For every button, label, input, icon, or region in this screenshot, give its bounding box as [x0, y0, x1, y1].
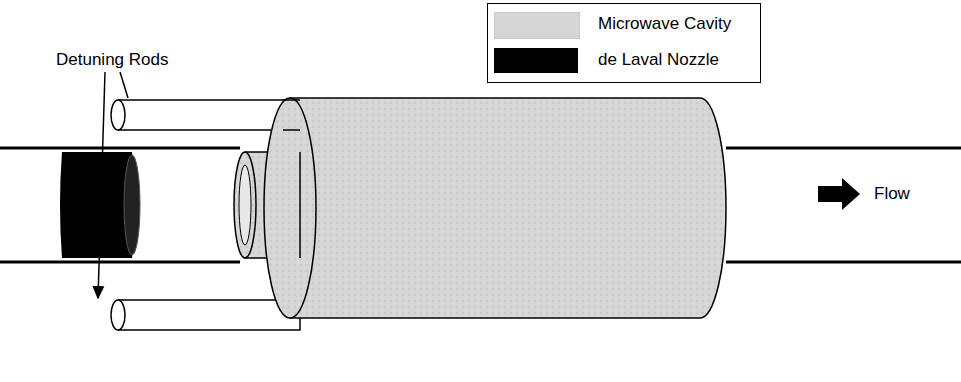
pipe-wall — [0, 147, 240, 150]
legend-text: Microwave Cavity — [598, 14, 731, 34]
nozzle-face — [124, 155, 140, 255]
detuning-rod — [118, 300, 300, 330]
microwave-cavity — [290, 98, 726, 318]
legend-swatch — [494, 48, 578, 73]
pipe-wall — [726, 261, 961, 264]
pipe-wall — [0, 261, 240, 264]
legend-text: de Laval Nozzle — [598, 50, 719, 70]
flow-label: Flow — [872, 184, 912, 204]
part-label: Detuning Rods — [54, 50, 170, 70]
pipe-wall — [726, 147, 961, 150]
leader-line — [98, 72, 105, 298]
legend-swatch — [494, 12, 580, 39]
flow-arrow — [818, 178, 860, 210]
leader-line — [120, 72, 128, 98]
